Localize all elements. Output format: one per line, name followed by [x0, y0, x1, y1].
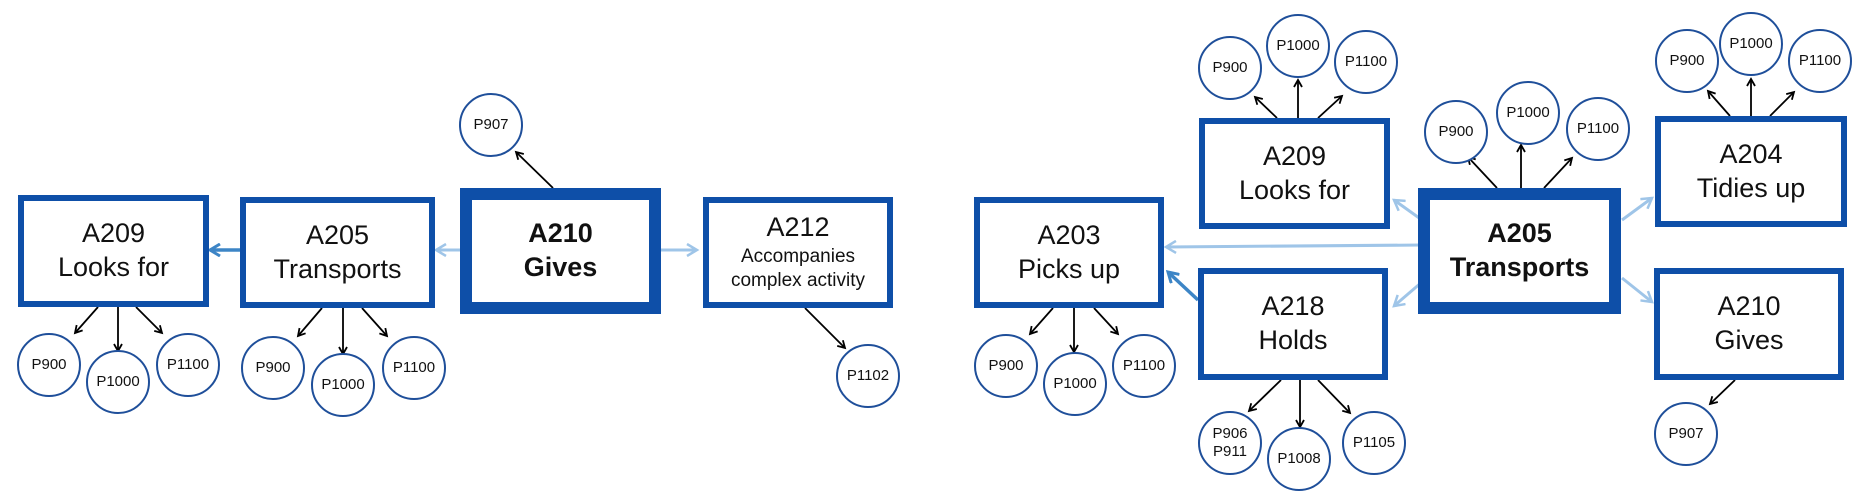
property-code-p906: P906: [1212, 425, 1248, 442]
arrow-r-a218-to-p906: [1247, 379, 1282, 413]
activity-label-line2: complex activity: [730, 270, 866, 292]
arrow-a205-to-a210: [1621, 276, 1652, 302]
activity-box-a209-looks-for: A209 Looks for: [18, 195, 209, 307]
arrow-a205-to-a218: [1394, 280, 1423, 306]
property-code-p911: P911: [1213, 443, 1247, 460]
activity-box-a205-transports-focus: A205 Transports: [1418, 188, 1621, 314]
property-circle-p1008: P1008: [1267, 427, 1331, 491]
arrow-r-a203-to-p1100: [1093, 307, 1120, 336]
arrow-r-a218-to-p1105: [1317, 379, 1352, 415]
activity-code: A203: [1037, 219, 1101, 250]
activity-label-line1: Accompanies: [740, 245, 856, 267]
arrow-a205-to-a203: [1166, 245, 1423, 247]
arrow-a205-to-p1100: [361, 307, 389, 338]
property-circle-p1000: P1000: [86, 350, 150, 414]
property-circle-p900: P900: [17, 333, 81, 397]
arrow-r-a204-to-p900: [1706, 89, 1731, 117]
arrow-r-a205-to-p900: [1466, 155, 1498, 189]
property-circle-p900: P900: [1424, 100, 1488, 164]
property-circle-p1105: P1105: [1342, 411, 1406, 475]
activity-box-a212-accompanies: A212 Accompanies complex activity: [703, 197, 893, 308]
arrow-r-a205-to-p1100: [1543, 156, 1574, 189]
property-circle-p1102: P1102: [836, 344, 900, 408]
property-circle-p1100: P1100: [1334, 30, 1398, 94]
activity-box-a204-tidies-up: A204 Tidies up: [1655, 116, 1847, 227]
activity-code: A205: [305, 219, 370, 250]
property-circle-p1100: P1100: [1788, 29, 1852, 93]
property-circle-p1000: P1000: [1719, 12, 1783, 76]
arrow-r-a204-to-p1100: [1769, 90, 1796, 117]
property-circle-p900: P900: [1655, 29, 1719, 93]
property-circle-p900: P900: [1198, 36, 1262, 100]
activity-label: Holds: [1258, 325, 1328, 355]
arrow-a209-to-p1100: [135, 306, 164, 335]
arrow-r-a210-to-p907: [1708, 379, 1736, 406]
activity-label: Picks up: [1017, 253, 1121, 284]
activity-label: Transports: [1449, 252, 1590, 282]
arrow-a205-to-p900: [296, 307, 323, 338]
arrow-a210-to-p907: [514, 150, 554, 189]
activity-label: Looks for: [1238, 174, 1351, 205]
property-circle-p900: P900: [974, 334, 1038, 398]
arrow-a205-to-a204: [1621, 198, 1652, 222]
property-circle-p1000: P1000: [1043, 352, 1107, 416]
activity-box-a218-holds: A218 Holds: [1198, 268, 1388, 380]
activity-label: Tidies up: [1696, 172, 1806, 203]
arrow-a212-to-p1102: [804, 307, 847, 350]
activity-label: Gives: [1714, 325, 1784, 355]
property-circle-p907: P907: [459, 93, 523, 157]
activity-code: A209: [81, 218, 146, 249]
property-circle-p907: P907: [1654, 402, 1718, 466]
arrow-r-a209-to-p1100: [1317, 94, 1344, 119]
activity-label: Gives: [523, 252, 598, 282]
activity-code: A218: [1261, 291, 1325, 322]
property-circle-p1100: P1100: [156, 333, 220, 397]
activity-code: A209: [1262, 140, 1327, 171]
activity-box-a210-gives-focus: A210 Gives: [460, 188, 661, 314]
activity-label: Looks for: [57, 252, 170, 282]
activity-box-a205-transports: A205 Transports: [240, 197, 435, 308]
property-circle-p1000: P1000: [311, 353, 375, 417]
activity-code: A205: [1487, 218, 1552, 249]
arrow-a218-to-a203: [1168, 272, 1200, 302]
activity-box-a209-looks-for: A209 Looks for: [1199, 118, 1390, 229]
arrow-a205-to-a209: [1394, 200, 1423, 222]
activity-box-a210-gives: A210 Gives: [1654, 268, 1844, 380]
property-circle-p900: P900: [241, 336, 305, 400]
property-circle-p1000: P1000: [1496, 81, 1560, 145]
property-circle-p1100: P1100: [382, 336, 446, 400]
activity-code: A210: [528, 218, 593, 249]
activity-label: Transports: [273, 253, 402, 284]
activity-code: A210: [1717, 291, 1781, 322]
property-circle-p1100: P1100: [1112, 334, 1176, 398]
arrow-a209-to-p900: [73, 306, 99, 335]
arrow-r-a209-to-p900: [1253, 95, 1278, 119]
activity-code: A204: [1719, 138, 1783, 169]
property-circle-p1000: P1000: [1266, 14, 1330, 78]
property-circle-p906-p911: P906 P911: [1198, 411, 1262, 475]
arrow-r-a203-to-p900: [1028, 307, 1054, 336]
activity-box-a203-picks-up: A203 Picks up: [974, 197, 1164, 308]
activity-code: A212: [766, 211, 830, 242]
property-circle-p1100: P1100: [1566, 97, 1630, 161]
